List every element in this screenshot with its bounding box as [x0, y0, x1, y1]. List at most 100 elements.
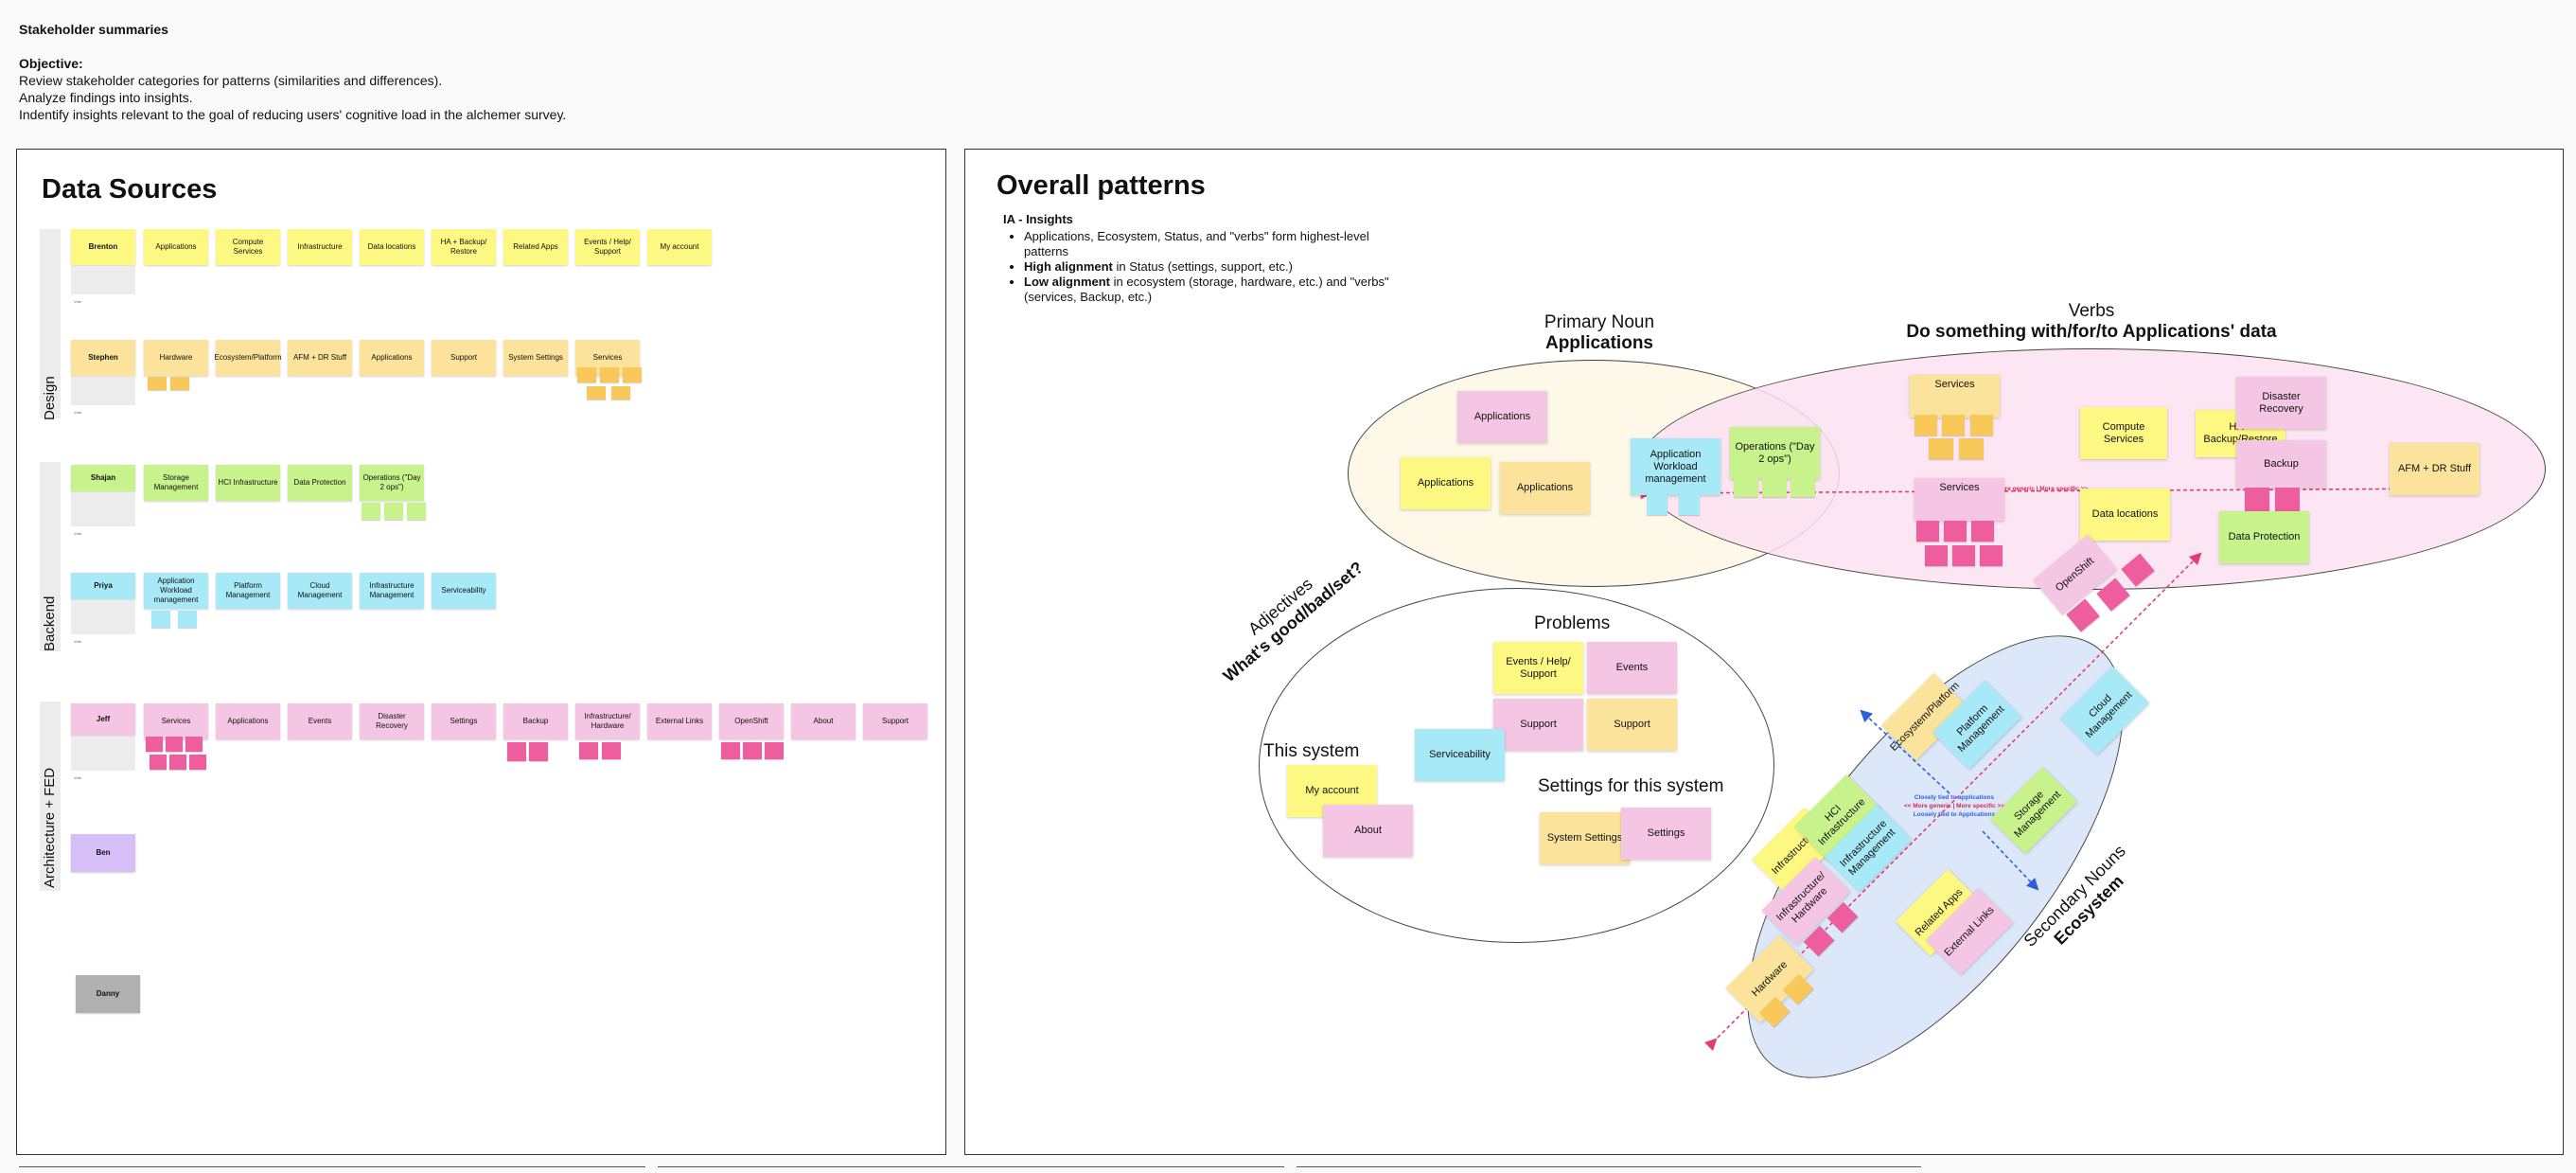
sticky-serviceability[interactable]: Serviceability — [432, 573, 496, 609]
sticky-applications[interactable]: Applications — [1401, 457, 1491, 509]
sticky-compute-services[interactable]: Compute Services — [216, 229, 280, 265]
sticky-data-locations[interactable]: Data locations — [2080, 489, 2170, 541]
sticky-settings[interactable]: Settings — [1621, 808, 1711, 860]
mini-sticky[interactable] — [1970, 415, 1993, 435]
sticky-ecosystem-platform[interactable]: Ecosystem/Platform — [214, 340, 282, 376]
sticky-compute-services[interactable]: Compute Services — [2080, 407, 2167, 459]
sticky-openshift[interactable]: OpenShift — [719, 703, 784, 739]
mini-sticky[interactable] — [611, 386, 630, 400]
mini-sticky[interactable] — [384, 503, 403, 520]
sticky-support[interactable]: Support — [432, 340, 496, 376]
mini-sticky[interactable] — [1944, 521, 1967, 542]
mini-sticky[interactable] — [1980, 545, 2003, 566]
mini-sticky[interactable] — [362, 503, 380, 520]
mini-sticky[interactable] — [1791, 476, 1815, 497]
mini-sticky[interactable] — [1971, 521, 1994, 542]
sticky-about[interactable]: About — [791, 703, 856, 739]
sticky-support[interactable]: Support — [1493, 699, 1583, 751]
mini-sticky[interactable] — [2245, 488, 2269, 512]
sticky-afm-dr[interactable]: AFM + DR Stuff — [288, 340, 352, 376]
sticky-events-help[interactable]: Events / Help/ Support — [575, 229, 640, 265]
person-ben[interactable]: Ben — [71, 834, 135, 872]
sticky-support[interactable]: Support — [1587, 699, 1677, 751]
mini-sticky[interactable] — [150, 755, 167, 770]
sticky-operations[interactable]: Operations ("Day 2 ops") — [360, 465, 424, 501]
sticky-applications[interactable]: Applications — [1457, 391, 1547, 443]
sticky-serviceability[interactable]: Serviceability — [1415, 729, 1505, 781]
mini-sticky[interactable] — [602, 742, 621, 759]
sticky-services[interactable]: Services — [1914, 478, 2004, 521]
sticky-backup[interactable]: Backup — [503, 703, 568, 739]
sticky-backup[interactable]: Backup — [2236, 440, 2326, 488]
sticky-storage-management[interactable]: Storage Management — [144, 465, 208, 501]
sticky-disaster-recovery[interactable]: Disaster Recovery — [2236, 377, 2326, 429]
overall-patterns-frame[interactable]: Overall patterns IA - Insights Applicati… — [964, 149, 2564, 1155]
sticky-infrastructure-management[interactable]: Infrastructure Management — [360, 573, 424, 609]
mini-sticky[interactable] — [185, 737, 203, 752]
mini-sticky[interactable] — [1647, 492, 1667, 515]
sticky-application-workload[interactable]: Application Workload management — [144, 573, 208, 609]
mini-sticky[interactable] — [166, 737, 183, 752]
mini-sticky[interactable] — [587, 386, 606, 400]
mini-sticky[interactable] — [189, 755, 206, 770]
mini-sticky[interactable] — [600, 367, 619, 382]
sticky-data-protection[interactable]: Data Protection — [2219, 511, 2309, 563]
mini-sticky[interactable] — [151, 611, 170, 628]
mini-sticky[interactable] — [1679, 492, 1700, 515]
mini-sticky[interactable] — [1916, 521, 1939, 542]
mini-sticky[interactable] — [146, 737, 163, 752]
mini-sticky[interactable] — [1929, 438, 1953, 459]
sticky-hardware[interactable]: Hardware — [144, 340, 208, 376]
sticky-disaster-recovery[interactable]: Disaster Recovery — [360, 703, 424, 739]
mini-sticky[interactable] — [1942, 415, 1965, 435]
person-shajan[interactable]: Shajan — [71, 465, 135, 491]
sticky-afm-dr[interactable]: AFM + DR Stuff — [2390, 443, 2479, 495]
sticky-about[interactable]: About — [1323, 805, 1413, 857]
sticky-my-account[interactable]: My account — [647, 229, 712, 265]
mini-sticky[interactable] — [178, 611, 197, 628]
sticky-application-workload[interactable]: Application Workload management — [1631, 438, 1720, 495]
sticky-ha-backup[interactable]: HA + Backup/ Restore — [432, 229, 496, 265]
sticky-data-protection[interactable]: Data Protection — [288, 465, 352, 501]
data-sources-frame[interactable]: Data Sources Design Backend Architecture… — [16, 149, 946, 1155]
person-stephen[interactable]: Stephen — [71, 340, 135, 376]
mini-sticky[interactable] — [721, 742, 740, 759]
mini-sticky[interactable] — [507, 742, 526, 761]
sticky-operations[interactable]: Operations ("Day 2 ops") — [1730, 427, 1820, 479]
person-brenton[interactable]: Brenton — [71, 229, 135, 265]
sticky-events[interactable]: Events — [288, 703, 352, 739]
mini-sticky[interactable] — [1925, 545, 1948, 566]
mini-sticky[interactable] — [170, 377, 189, 390]
sticky-events-help[interactable]: Events / Help/ Support — [1493, 642, 1583, 694]
mini-sticky[interactable] — [765, 742, 784, 759]
sticky-cloud-management[interactable]: Cloud Management — [288, 573, 352, 609]
sticky-data-locations[interactable]: Data locations — [360, 229, 424, 265]
sticky-infrastructure[interactable]: Infrastructure — [288, 229, 352, 265]
sticky-system-settings[interactable]: System Settings — [503, 340, 568, 376]
mini-sticky[interactable] — [579, 742, 598, 759]
sticky-applications[interactable]: Applications — [1500, 462, 1590, 514]
sticky-applications[interactable]: Applications — [216, 703, 280, 739]
mini-sticky[interactable] — [1952, 545, 1975, 566]
mini-sticky[interactable] — [169, 755, 186, 770]
sticky-support[interactable]: Support — [863, 703, 927, 739]
sticky-system-settings[interactable]: System Settings — [1540, 812, 1630, 864]
sticky-services[interactable]: Services — [144, 703, 208, 739]
person-jeff[interactable]: Jeff — [71, 703, 135, 736]
mini-sticky[interactable] — [529, 742, 548, 761]
mini-sticky[interactable] — [623, 367, 642, 382]
sticky-events[interactable]: Events — [1587, 642, 1677, 694]
mini-sticky[interactable] — [1959, 438, 1984, 459]
mini-sticky[interactable] — [2275, 488, 2300, 512]
sticky-external-links[interactable]: External Links — [647, 703, 712, 739]
sticky-hci-infrastructure[interactable]: HCI Infrastructure — [216, 465, 280, 501]
mini-sticky[interactable] — [1762, 476, 1787, 497]
mini-sticky[interactable] — [1914, 415, 1937, 435]
mini-sticky[interactable] — [148, 377, 167, 390]
sticky-platform-management[interactable]: Platform Management — [216, 573, 280, 609]
sticky-applications[interactable]: Applications — [360, 340, 424, 376]
mini-sticky[interactable] — [577, 367, 596, 382]
mini-sticky[interactable] — [1734, 476, 1758, 497]
mini-sticky[interactable] — [407, 503, 426, 520]
person-danny[interactable]: Danny — [76, 975, 140, 1013]
